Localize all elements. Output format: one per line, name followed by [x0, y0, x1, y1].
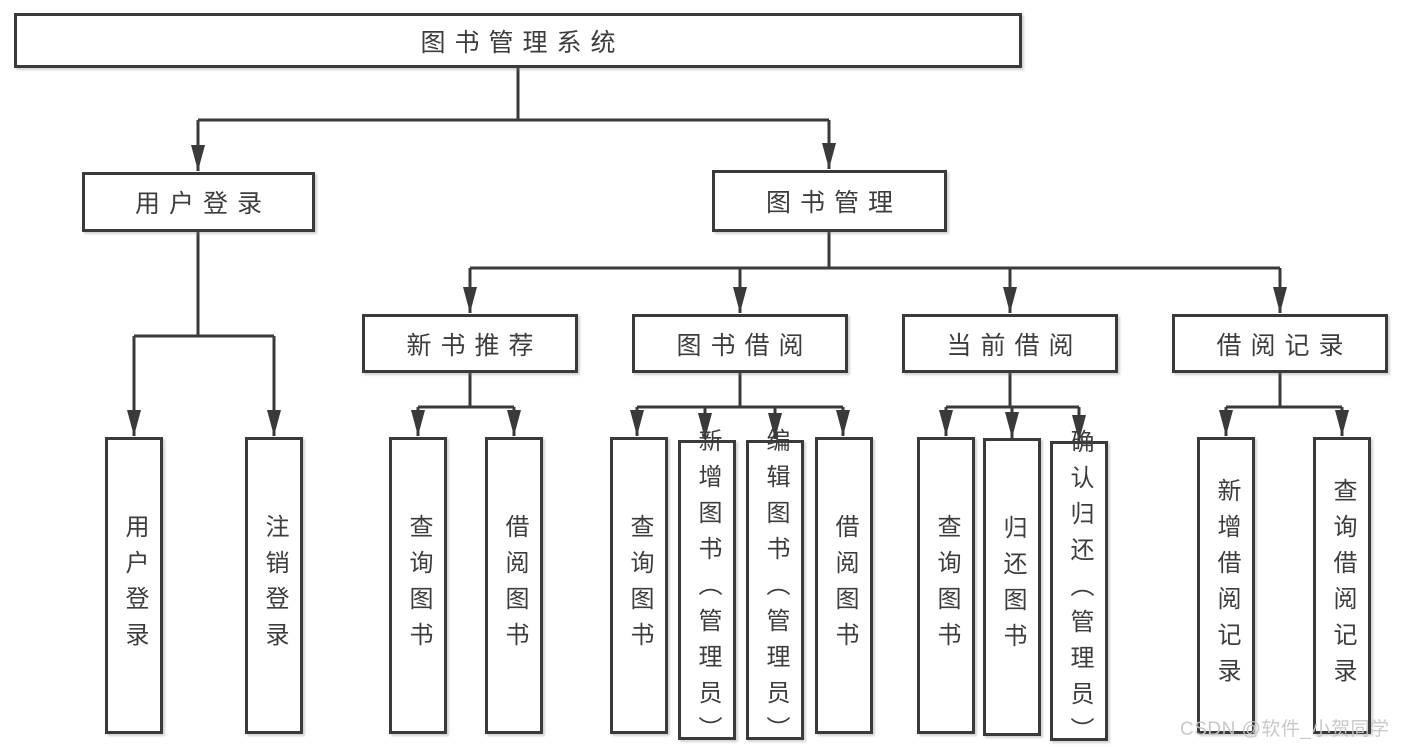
leaf-return-book-label: 归还图书 — [999, 515, 1026, 659]
leaf-query-borrow-record-label: 查询借阅记录 — [1329, 477, 1356, 694]
leaf-return-book: 归还图书 — [983, 438, 1041, 736]
leaf-query-borrow-record: 查询借阅记录 — [1313, 437, 1371, 734]
node-current-borrowing: 当前借阅 — [902, 314, 1118, 373]
leaf-add-book-admin: 新增图书（管理员） — [678, 428, 736, 747]
leaf-user-login: 用户登录 — [105, 437, 163, 734]
node-new-book-recommend: 新书推荐 — [362, 314, 578, 373]
leaf-query-books-recommend: 查询图书 — [389, 437, 447, 734]
leaf-query-books-current: 查询图书 — [917, 437, 975, 734]
leaf-confirm-return-admin-label: 确认归还（管理员） — [1066, 429, 1093, 747]
node-user-login: 用户登录 — [82, 172, 315, 232]
leaf-query-books-current-label: 查询图书 — [933, 513, 960, 658]
node-book-borrowing: 图书借阅 — [632, 314, 848, 373]
leaf-borrow-books-label: 借阅图书 — [831, 513, 858, 658]
leaf-add-book-admin-label: 新增图书（管理员） — [694, 428, 721, 747]
node-borrowing-records: 借阅记录 — [1172, 314, 1388, 373]
node-library-management-system: 图书管理系统 — [14, 13, 1022, 68]
leaf-logout-label: 注销登录 — [261, 513, 288, 658]
leaf-borrow-books-recommend-label: 借阅图书 — [501, 513, 528, 658]
leaf-add-borrow-record: 新增借阅记录 — [1197, 437, 1255, 734]
leaf-confirm-return-admin: 确认归还（管理员） — [1050, 429, 1108, 747]
leaf-borrow-books-recommend: 借阅图书 — [485, 437, 543, 734]
leaf-query-books-borrow: 查询图书 — [610, 437, 668, 734]
node-book-management: 图书管理 — [712, 170, 947, 232]
leaf-query-books-borrow-label: 查询图书 — [626, 513, 653, 658]
leaf-add-borrow-record-label: 新增借阅记录 — [1213, 477, 1240, 694]
leaf-edit-book-admin-label: 编辑图书（管理员） — [762, 428, 789, 747]
leaf-borrow-books: 借阅图书 — [815, 437, 873, 734]
leaf-user-login-label: 用户登录 — [121, 513, 148, 658]
csdn-watermark: CSDN @软件_小贺同学 — [1180, 719, 1390, 740]
leaf-edit-book-admin: 编辑图书（管理员） — [746, 428, 804, 747]
leaf-query-books-recommend-label: 查询图书 — [405, 513, 432, 658]
leaf-logout: 注销登录 — [245, 437, 303, 734]
